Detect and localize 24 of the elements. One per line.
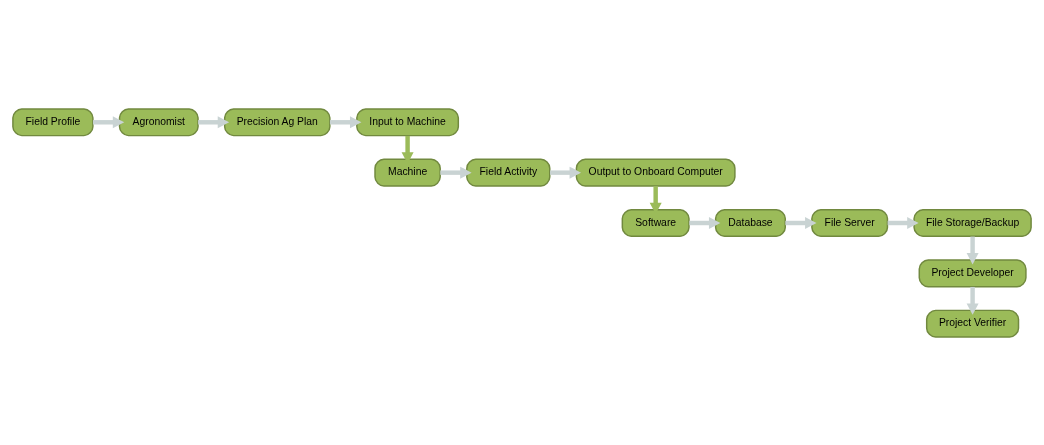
arrow xyxy=(329,115,362,128)
node-box: Input to Machine xyxy=(356,107,460,136)
node-box: File Server xyxy=(811,208,889,237)
arrow xyxy=(198,115,230,128)
node-box: Project Developer xyxy=(918,258,1027,287)
node-box: Project Verifier xyxy=(925,309,1020,338)
node-box: File Storage/Backup xyxy=(913,208,1032,237)
arrow xyxy=(887,216,919,229)
arrow xyxy=(966,236,979,264)
arrow xyxy=(93,115,125,128)
node-box: Database xyxy=(714,208,786,237)
node-box: Agronomist xyxy=(118,107,199,136)
node-box: Precision Ag Plan xyxy=(223,107,331,136)
node-box: Machine xyxy=(374,158,441,187)
arrow xyxy=(440,166,472,179)
arrow xyxy=(785,216,817,229)
arrow xyxy=(966,286,979,315)
node-box: Field Profile xyxy=(12,107,94,136)
arrow xyxy=(689,216,721,229)
arrow xyxy=(649,185,662,214)
node-box: Software xyxy=(621,208,690,237)
node-box: Field Activity xyxy=(466,158,551,187)
arrow xyxy=(550,166,581,179)
node-box: Output to Onboard Computer xyxy=(575,158,736,187)
